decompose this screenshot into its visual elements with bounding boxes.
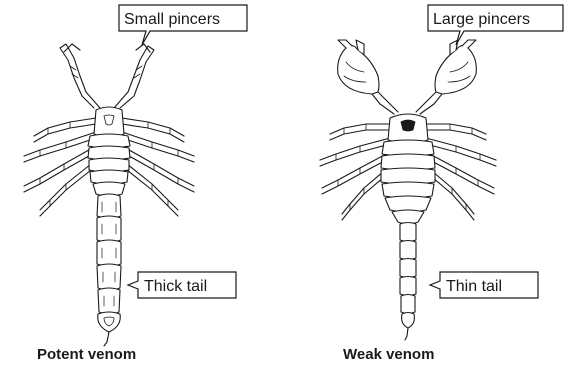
right-large-pincers	[338, 40, 477, 114]
callout-thin-tail: Thin tail	[430, 272, 538, 298]
large-pincers-label: Large pincers	[433, 11, 530, 28]
right-body	[381, 114, 435, 224]
left-thick-tail	[97, 194, 121, 346]
left-body	[88, 107, 130, 196]
callout-thick-tail: Thick tail	[128, 272, 236, 298]
left-scorpion	[24, 44, 194, 346]
right-thin-tail	[400, 223, 416, 341]
callout-small-pincers: Small pincers	[119, 5, 247, 45]
potent-venom-caption: Potent venom	[37, 346, 136, 363]
weak-venom-caption: Weak venom	[343, 346, 434, 363]
thick-tail-label: Thick tail	[144, 278, 207, 295]
left-small-pincers	[60, 44, 154, 108]
small-pincers-label: Small pincers	[124, 11, 220, 28]
callout-large-pincers: Large pincers	[428, 5, 563, 45]
thin-tail-label: Thin tail	[446, 278, 502, 295]
